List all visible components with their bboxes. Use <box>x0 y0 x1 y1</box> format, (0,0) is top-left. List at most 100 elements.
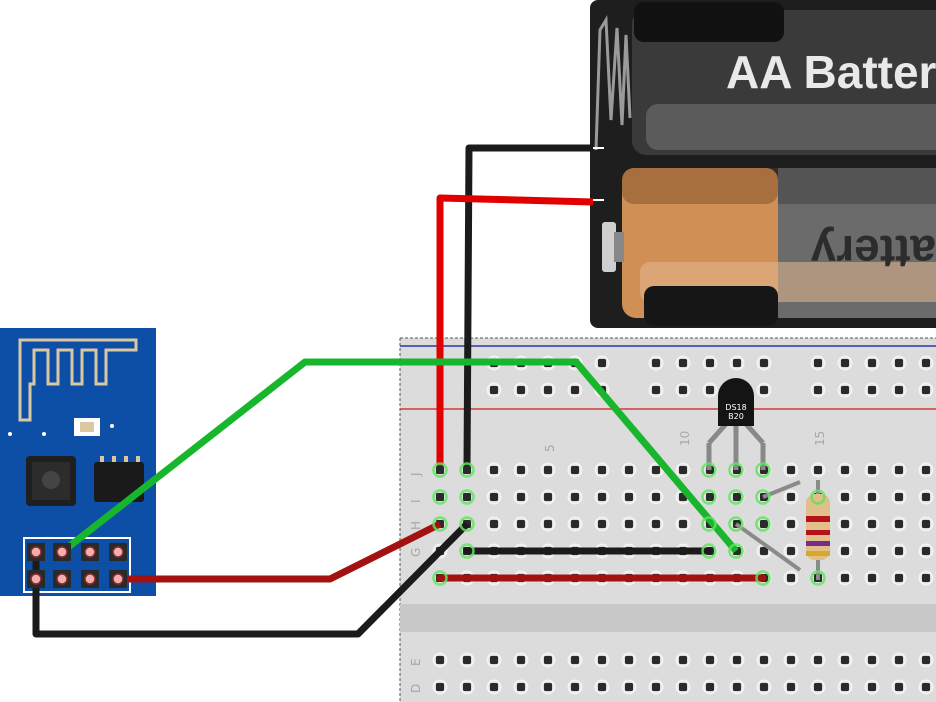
column-number-10: 10 <box>678 431 692 446</box>
breadboard-hole <box>841 466 849 474</box>
wire-esp-vcc-red <box>118 520 442 583</box>
breadboard-hole <box>841 683 849 691</box>
breadboard-hole <box>895 493 903 501</box>
esp-flash-chip <box>94 462 144 502</box>
breadboard-hole <box>841 574 849 582</box>
breadboard-hole <box>625 656 633 664</box>
connection-pad <box>728 543 744 559</box>
breadboard-hole <box>922 520 930 528</box>
breadboard-hole <box>706 656 714 664</box>
breadboard-hole <box>706 359 714 367</box>
breadboard-hole <box>868 493 876 501</box>
breadboard-hole <box>895 574 903 582</box>
antenna-trace-icon <box>18 338 138 422</box>
esp-header-pin-contact <box>84 546 96 558</box>
breadboard-hole <box>598 359 606 367</box>
breadboard-hole <box>544 520 552 528</box>
breadboard-hole <box>544 656 552 664</box>
connection-pad <box>701 462 717 478</box>
breadboard-hole <box>571 493 579 501</box>
battery-label-bottom: attery <box>810 226 936 278</box>
breadboard-hole <box>922 466 930 474</box>
breadboard-hole <box>517 520 525 528</box>
battery-terminal <box>602 222 616 272</box>
breadboard-hole <box>841 547 849 555</box>
esp-header-pin-contact <box>30 573 42 585</box>
breadboard-hole <box>490 683 498 691</box>
breadboard-hole <box>463 466 471 474</box>
breadboard-hole <box>490 520 498 528</box>
breadboard-hole <box>598 493 606 501</box>
esp-header-pins <box>27 543 127 588</box>
breadboard-hole <box>787 466 795 474</box>
breadboard-hole <box>544 466 552 474</box>
breadboard-hole <box>814 386 822 394</box>
battery-spring <box>594 14 632 151</box>
breadboard-hole <box>571 656 579 664</box>
breadboard-hole <box>841 359 849 367</box>
breadboard-hole <box>679 656 687 664</box>
esp-header-pin-contact <box>56 546 68 558</box>
breadboard-hole <box>652 359 660 367</box>
breadboard-hole <box>760 683 768 691</box>
connection-pad <box>432 489 448 505</box>
connection-pad <box>755 570 771 586</box>
breadboard-hole <box>517 493 525 501</box>
breadboard-hole <box>571 466 579 474</box>
breadboard-hole <box>517 683 525 691</box>
esp-header-pin-contact <box>56 573 68 585</box>
breadboard-hole <box>490 466 498 474</box>
breadboard-hole <box>895 520 903 528</box>
connection-pad <box>701 489 717 505</box>
connection-pad <box>459 489 475 505</box>
breadboard-hole <box>760 656 768 664</box>
breadboard-hole <box>841 656 849 664</box>
breadboard-hole <box>922 493 930 501</box>
breadboard-hole <box>760 359 768 367</box>
breadboard-hole <box>490 656 498 664</box>
row-letter-e: E <box>409 658 423 666</box>
connection-pad <box>701 516 717 532</box>
row-letter-g: G <box>409 548 423 557</box>
connection-pad <box>810 489 826 505</box>
esp-header-pin-contact <box>84 573 96 585</box>
breadboard-hole <box>652 386 660 394</box>
breadboard-hole <box>868 359 876 367</box>
breadboard-hole <box>868 466 876 474</box>
battery-label-top: AA Batter <box>726 46 936 98</box>
breadboard-hole <box>841 520 849 528</box>
breadboard-hole <box>787 656 795 664</box>
sensor-body <box>718 378 754 426</box>
wire-end-pads <box>432 462 826 586</box>
breadboard-hole <box>868 386 876 394</box>
breadboard-hole <box>517 466 525 474</box>
connection-pad <box>755 489 771 505</box>
connection-pad <box>459 543 475 559</box>
breadboard-hole <box>571 683 579 691</box>
breadboard-hole <box>652 466 660 474</box>
breadboard-hole <box>706 493 714 501</box>
breadboard-hole <box>490 493 498 501</box>
connection-pad <box>701 543 717 559</box>
breadboard-hole <box>625 466 633 474</box>
resistor-icon <box>734 480 830 580</box>
column-number-15: 15 <box>813 431 827 446</box>
breadboard-hole <box>841 386 849 394</box>
breadboard-hole <box>679 683 687 691</box>
sensor-label-line2: B20 <box>728 412 744 421</box>
breadboard-hole <box>463 683 471 691</box>
row-letter-i: I <box>409 499 423 503</box>
breadboard-body <box>400 338 936 702</box>
breadboard-hole <box>544 683 552 691</box>
breadboard-hole <box>598 683 606 691</box>
breadboard-hole <box>679 359 687 367</box>
breadboard-hole <box>868 574 876 582</box>
breadboard-hole <box>787 520 795 528</box>
breadboard-hole <box>571 386 579 394</box>
breadboard-hole <box>868 520 876 528</box>
breadboard-hole <box>733 493 741 501</box>
breadboard-hole <box>652 493 660 501</box>
sensor-label-line1: DS18 <box>725 403 746 412</box>
breadboard-hole <box>598 520 606 528</box>
breadboard-hole <box>544 493 552 501</box>
